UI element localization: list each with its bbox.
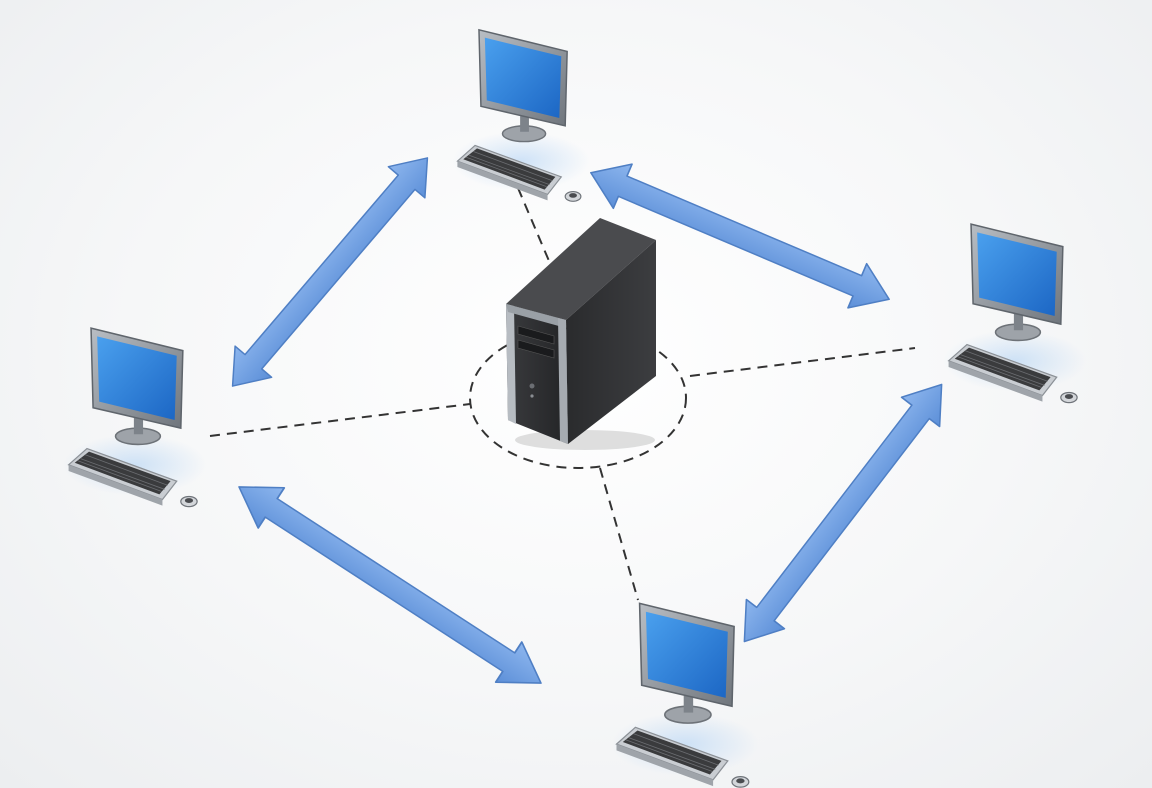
- double-arrow-icon: [724, 369, 962, 657]
- double-arrow-icon: [225, 465, 555, 705]
- link-top: [517, 187, 553, 269]
- dashed-links: [209, 187, 916, 601]
- workstation-right: [942, 223, 1088, 404]
- link-right: [689, 347, 916, 377]
- workstation-bottom: [610, 602, 760, 788]
- server-ring: [469, 327, 687, 469]
- workstation-left: [62, 327, 208, 508]
- monitor-icon: [62, 327, 208, 508]
- monitor-icon: [610, 602, 760, 788]
- workstation-top: [451, 29, 591, 203]
- double-arrow-icon: [213, 141, 447, 403]
- monitor-icon: [451, 29, 591, 203]
- server-tower-icon: [506, 218, 656, 450]
- monitor-icon: [942, 223, 1088, 404]
- link-bottom: [599, 467, 639, 601]
- link-left: [209, 403, 471, 437]
